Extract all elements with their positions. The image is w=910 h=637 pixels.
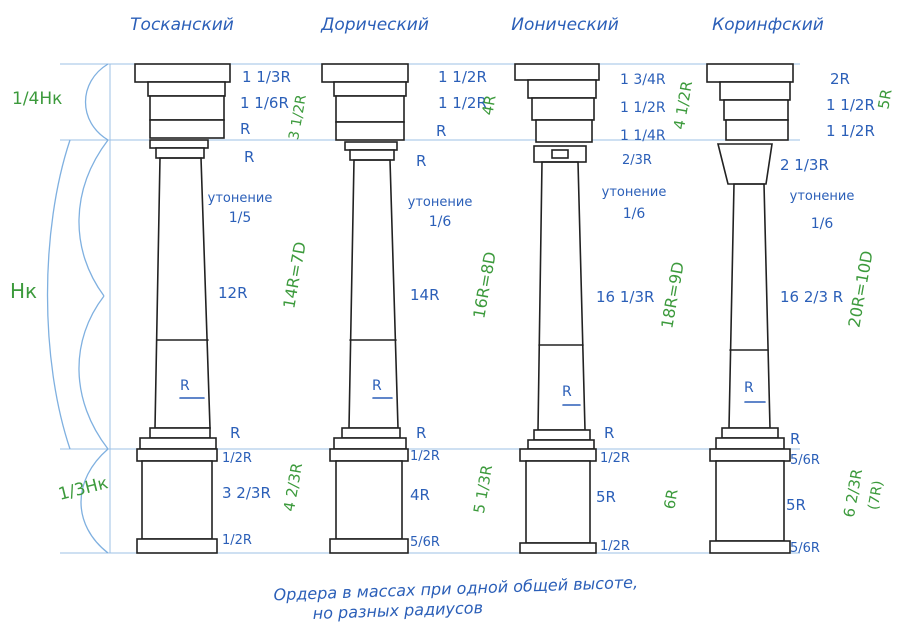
doric-taper-label: утонение [408, 195, 473, 210]
ionic-shaft: 16 1/3R [596, 288, 654, 306]
corinthian-entablature-total: 5R [874, 88, 895, 111]
ionic-pedestal-cap: 1/2R [600, 451, 630, 466]
doric-base: R [416, 424, 426, 442]
left-measure-arcs [46, 63, 109, 554]
ionic-pedestal-die: 5R [596, 488, 616, 506]
tuscan-radius: R [180, 378, 190, 394]
doric-pedestal-total: 5 1/3R [470, 464, 496, 515]
corinthian-shaft: 16 2/3 R [780, 288, 843, 306]
ionic-cornice: 1 3/4R [620, 72, 666, 88]
tuscan-shaft: 12R [218, 284, 248, 302]
corinthian-pedestal-note: (7R) [866, 479, 887, 511]
tuscan-taper-label: утонение [208, 191, 273, 206]
doric-taper: 1/6 [429, 214, 452, 230]
column-corinthian [706, 63, 794, 554]
tuscan-pedestal-total: 4 2/3R [280, 462, 306, 513]
tuscan-cornice: 1 1/3R [242, 68, 291, 86]
corinthian-capital: 2 1/3R [780, 156, 829, 174]
ionic-base: R [604, 424, 614, 442]
side-label-entablature: 1/4Hк [12, 89, 62, 109]
corinthian-base: R [790, 430, 800, 448]
order-title-corinthian: Коринфский [712, 15, 824, 35]
order-title-doric: Дорический [320, 15, 429, 35]
corinthian-pedestal-die: 5R [786, 496, 806, 514]
doric-entablature-total: 4R [478, 94, 499, 117]
corinthian-frieze: 1 1/2R [826, 96, 875, 114]
tuscan-pedestal-cap: 1/2R [222, 451, 252, 466]
tuscan-base: R [230, 424, 240, 442]
corinthian-taper-label: утонение [790, 189, 855, 204]
tuscan-taper: 1/5 [229, 210, 252, 226]
doric-cornice: 1 1/2R [438, 68, 487, 86]
corinthian-taper: 1/6 [811, 216, 834, 232]
corinthian-architrave: 1 1/2R [826, 122, 875, 140]
column-tuscan [134, 63, 231, 554]
doric-radius: R [372, 378, 382, 394]
tuscan-entablature-total: 3 1/2R [286, 93, 310, 141]
ionic-architrave: 1 1/4R [620, 128, 666, 144]
ionic-entablature-total: 4 1/2R [670, 80, 696, 131]
ionic-frieze: 1 1/2R [620, 100, 666, 116]
doric-frieze: 1 1/2R [438, 94, 487, 112]
ionic-taper-label: утонение [602, 185, 667, 200]
doric-capital: R [416, 152, 426, 170]
doric-shaft: 14R [410, 286, 440, 304]
tuscan-architrave: R [240, 120, 250, 138]
radius-markers [179, 397, 766, 406]
tuscan-capital: R [244, 148, 254, 166]
tuscan-pedestal-die: 3 2/3R [222, 484, 271, 502]
ionic-capital: 2/3R [622, 153, 652, 168]
corinthian-cornice: 2R [830, 70, 850, 88]
ionic-pedestal-total: 6R [660, 488, 681, 511]
doric-pedestal-base: 5/6R [410, 535, 440, 550]
column-doric [321, 63, 409, 554]
corinthian-column-total: 20R=10D [844, 249, 876, 329]
corinthian-radius: R [744, 380, 754, 396]
side-label-column: Hк [10, 279, 37, 303]
tuscan-column-total: 14R=7D [279, 240, 309, 310]
corinthian-pedestal-cap: 5/6R [790, 453, 820, 468]
doric-pedestal-die: 4R [410, 486, 430, 504]
tuscan-pedestal-base: 1/2R [222, 533, 252, 548]
order-title-ionic: Ионический [511, 15, 619, 35]
corinthian-pedestal-base: 5/6R [790, 541, 820, 556]
tuscan-frieze: 1 1/6R [240, 94, 289, 112]
doric-architrave: R [436, 122, 446, 140]
doric-pedestal-cap: 1/2R [410, 449, 440, 464]
ionic-radius: R [562, 384, 572, 400]
order-title-tuscan: Тосканский [130, 15, 234, 35]
side-label-pedestal: 1/3Hк [56, 473, 110, 505]
doric-column-total: 16R=8D [469, 250, 499, 320]
ionic-pedestal-base: 1/2R [600, 539, 630, 554]
column-ionic [514, 63, 600, 554]
ionic-column-total: 18R=9D [657, 260, 687, 330]
ionic-taper: 1/6 [623, 206, 646, 222]
corinthian-pedestal-total: 6 2/3R [840, 468, 866, 519]
